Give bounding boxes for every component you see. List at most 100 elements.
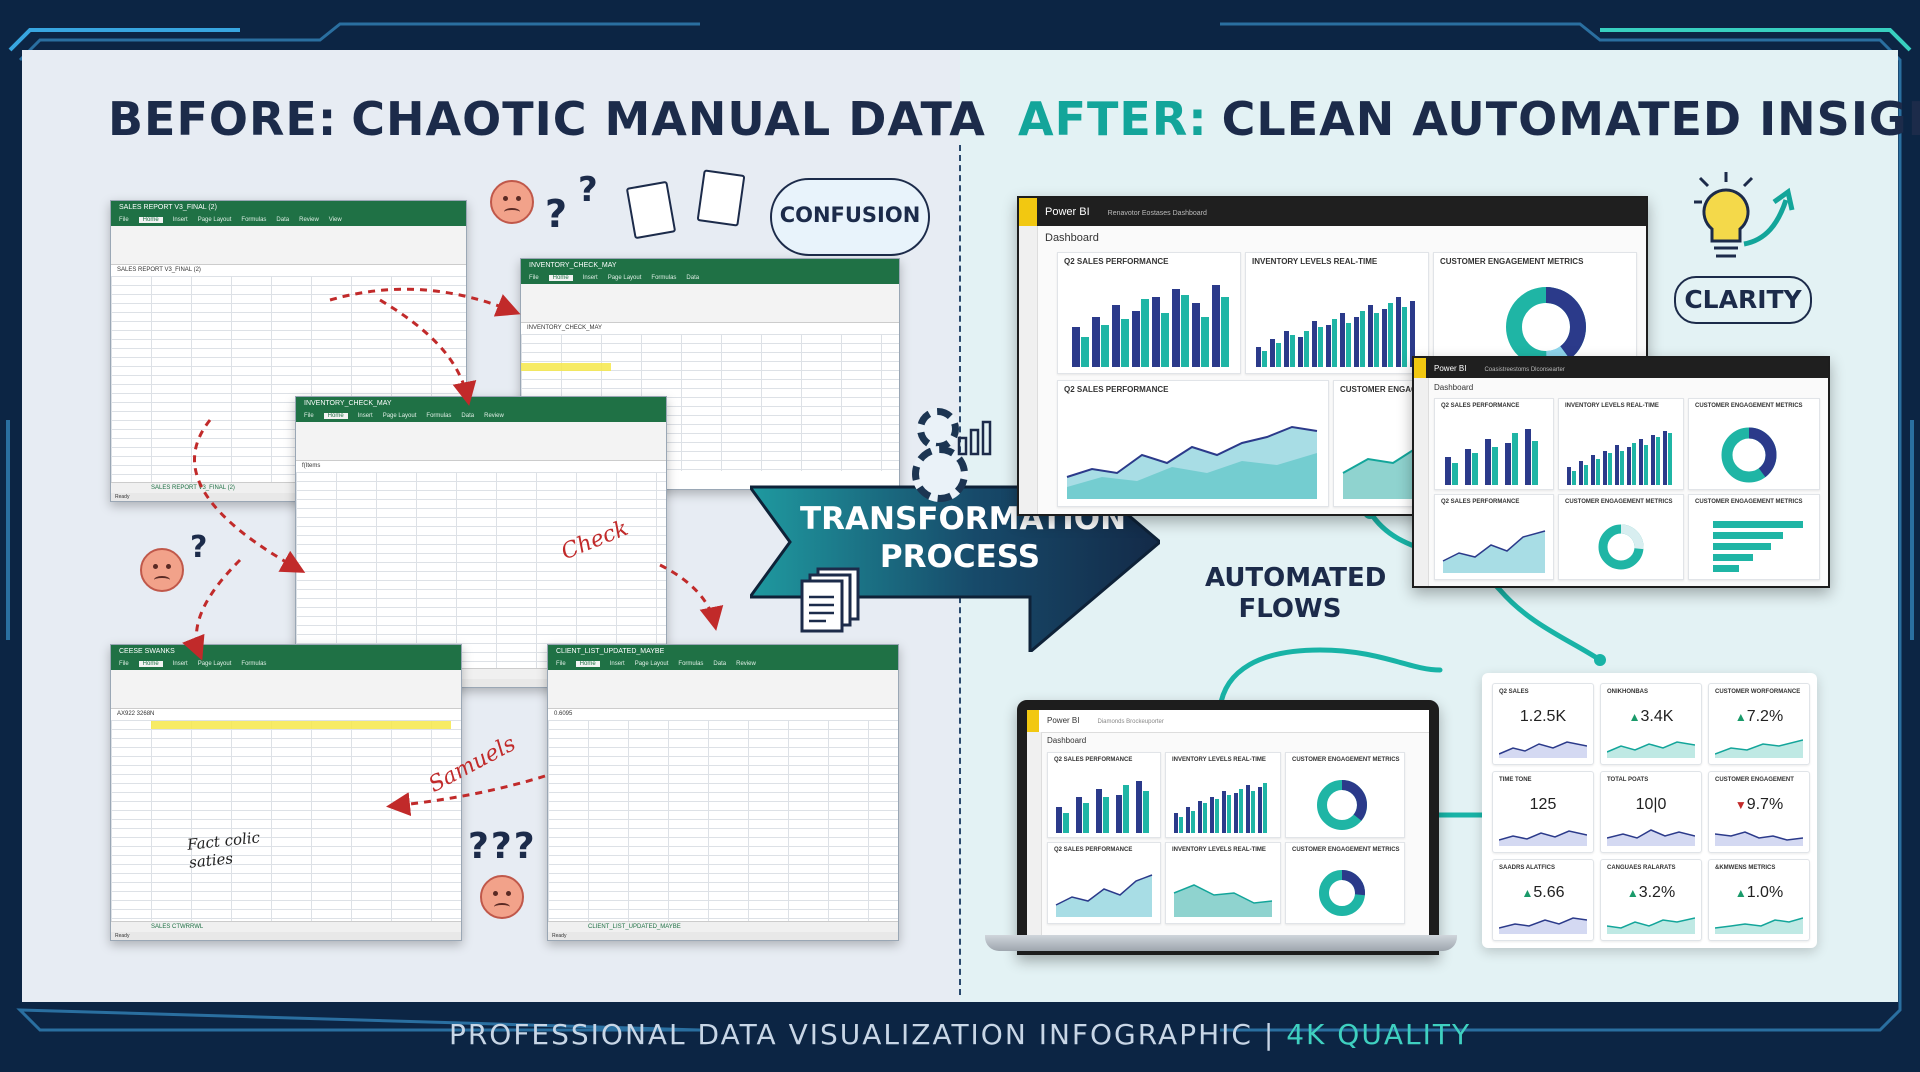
tab-formulas[interactable]: Formulas	[241, 661, 267, 667]
tab-insert[interactable]: Insert	[609, 661, 625, 667]
kpi-card[interactable]: CANGUAES RALARATS▲3.2%	[1600, 859, 1702, 941]
excel-ribbon-tabs[interactable]: File Home Insert Page Layout Formulas Data Rev…	[548, 659, 898, 670]
tab-review[interactable]: Review	[299, 217, 319, 223]
tab-home[interactable]: Home	[323, 413, 348, 419]
tab-page-layout[interactable]: Page Layout	[634, 661, 669, 667]
status-bar: Ready	[111, 493, 466, 501]
clarity-badge: CLARITY	[1674, 276, 1812, 324]
laptop-base	[985, 935, 1457, 951]
card-title: Q2 SALES PERFORMANCE	[1064, 257, 1169, 266]
tab-page-layout[interactable]: Page Layout	[197, 661, 232, 667]
inventory-card[interactable]: INVENTORY LEVELS REAL-TIME	[1245, 252, 1429, 374]
tab-formulas[interactable]: Formulas	[651, 275, 677, 281]
tab-home[interactable]: Home	[575, 661, 600, 667]
q2-sales-card[interactable]: Q2 SALES PERFORMANCE	[1057, 252, 1241, 374]
inventory-card[interactable]: INVENTORY LEVELS REAL-TIME	[1558, 398, 1684, 490]
tab-data[interactable]: Data	[461, 413, 475, 419]
excel-ribbon-tabs[interactable]: File Home Insert Page Layout Formulas Data Rev…	[296, 411, 666, 422]
bar-chart	[1567, 431, 1672, 485]
q2-sales-area-card[interactable]: Q2 SALES PERFORMANCE	[1057, 380, 1329, 507]
tab-page-layout[interactable]: Page Layout	[197, 217, 232, 223]
kpi-card[interactable]: CUSTOMER ENGAGEMENT▼9.7%	[1708, 771, 1810, 853]
powerbi-sidebar[interactable]	[1027, 732, 1042, 945]
tab-data[interactable]: Data	[713, 661, 727, 667]
highlighted-cells	[521, 363, 611, 371]
sheet-tab[interactable]: CLIENT_LIST_UPDATED_MAYBE	[548, 921, 898, 932]
bar-chart-icon	[957, 420, 992, 456]
tab-file[interactable]: File	[556, 661, 566, 667]
engagement-card[interactable]: CUSTOMER ENGAGEMENT METRICS	[1285, 752, 1405, 838]
tab-file[interactable]: File	[529, 275, 539, 281]
sparkline	[1499, 741, 1587, 758]
excel-ribbon-tabs[interactable]: File Home Insert Page Layout Formulas Data	[521, 273, 899, 284]
excel-ribbon-tabs[interactable]: File Home Insert Page Layout Formulas	[111, 659, 461, 670]
tab-formulas[interactable]: Formulas	[426, 413, 452, 419]
tab-insert[interactable]: Insert	[172, 661, 188, 667]
tab-file[interactable]: File	[304, 413, 314, 419]
q2-sales-area-card[interactable]: Q2 SALES PERFORMANCE	[1047, 842, 1161, 924]
tab-data[interactable]: Data	[686, 275, 700, 281]
tab-home[interactable]: Home	[138, 661, 163, 667]
tab-review[interactable]: Review	[736, 661, 756, 667]
tab-formulas[interactable]: Formulas	[678, 661, 704, 667]
footer-separator: |	[1263, 1018, 1276, 1051]
inventory-card[interactable]: INVENTORY LEVELS REAL-TIME	[1165, 752, 1281, 838]
excel-title: INVENTORY_CHECK_MAY	[296, 397, 666, 411]
q2-sales-card[interactable]: Q2 SALES PERFORMANCE	[1047, 752, 1161, 838]
engagement-card[interactable]: CUSTOMER ENGAGEMENT METRICS	[1688, 398, 1820, 490]
after-heading: AFTER:CLEAN AUTOMATED INSIGHTS	[1018, 92, 1920, 146]
tab-insert[interactable]: Insert	[172, 217, 188, 223]
tab-file[interactable]: File	[119, 661, 129, 667]
kpi-card[interactable]: ONIKHONBAS▲3.4K	[1600, 683, 1702, 765]
tab-view[interactable]: View	[328, 217, 342, 223]
engagement-donut-card[interactable]: CUSTOMER ENGAGEMENT METRICS	[1558, 494, 1684, 580]
kpi-value: 9.7%	[1746, 796, 1784, 813]
spreadsheet-grid[interactable]	[548, 720, 898, 922]
dashboard-title: Dashboard	[1047, 736, 1087, 745]
engagement-donut-card[interactable]: CUSTOMER ENGAGEMENT METRICS	[1285, 842, 1405, 924]
sparkline	[1715, 739, 1803, 758]
excel-window-client-list[interactable]: CLIENT_LIST_UPDATED_MAYBE File Home Insert…	[547, 644, 899, 941]
tab-home[interactable]: Home	[138, 217, 163, 223]
tab-insert[interactable]: Insert	[357, 413, 373, 419]
excel-ribbon	[111, 226, 466, 265]
transformation-label-line2: PROCESS	[879, 539, 1041, 575]
tab-page-layout[interactable]: Page Layout	[607, 275, 642, 281]
area-chart	[1055, 874, 1153, 917]
q2-sales-card[interactable]: Q2 SALES PERFORMANCE	[1434, 398, 1554, 490]
sheet-tab[interactable]: SALES REPORT V3_FINAL (2)	[111, 482, 466, 493]
tab-insert[interactable]: Insert	[582, 275, 598, 281]
kpi-card[interactable]: SAADRS ALATFICS▲5.66	[1492, 859, 1594, 941]
kpi-card[interactable]: &KMWENS METRICS▲1.0%	[1708, 859, 1810, 941]
powerbi-app-name: Power BI	[1434, 364, 1467, 373]
q2-sales-area-card[interactable]: Q2 SALES PERFORMANCE	[1434, 494, 1554, 580]
kpi-card[interactable]: CUSTOMER WORFORMANCE▲7.2%	[1708, 683, 1810, 765]
excel-ribbon-tabs[interactable]: File Home Insert Page Layout Formulas Data Rev…	[111, 215, 466, 226]
sheet-tab[interactable]: SALES CTWRRWL	[111, 921, 461, 932]
card-title: CUSTOMER ENGAGEMENT METRICS	[1695, 499, 1803, 505]
documents-stack-icon	[800, 567, 860, 633]
engagement-card[interactable]: CUSTOMER ENGAGEMENT METRICS	[1433, 252, 1637, 374]
card-title: INVENTORY LEVELS REAL-TIME	[1172, 847, 1266, 853]
tab-page-layout[interactable]: Page Layout	[382, 413, 417, 419]
tab-review[interactable]: Review	[484, 413, 504, 419]
powerbi-sidebar[interactable]	[1019, 226, 1038, 514]
spreadsheet-grid[interactable]	[111, 720, 461, 922]
tab-formulas[interactable]: Formulas	[241, 217, 267, 223]
kpi-title: Q2 SALES	[1499, 689, 1529, 695]
tab-data[interactable]: Data	[276, 217, 290, 223]
tab-file[interactable]: File	[119, 217, 129, 223]
engagement-bar-card[interactable]: CUSTOMER ENGAGEMENT METRICS	[1688, 494, 1820, 580]
spreadsheet-grid[interactable]	[296, 472, 666, 669]
inventory-area-card[interactable]: INVENTORY LEVELS REAL-TIME	[1165, 842, 1281, 924]
tab-home[interactable]: Home	[548, 275, 573, 281]
powerbi-sidebar[interactable]	[1414, 378, 1429, 586]
